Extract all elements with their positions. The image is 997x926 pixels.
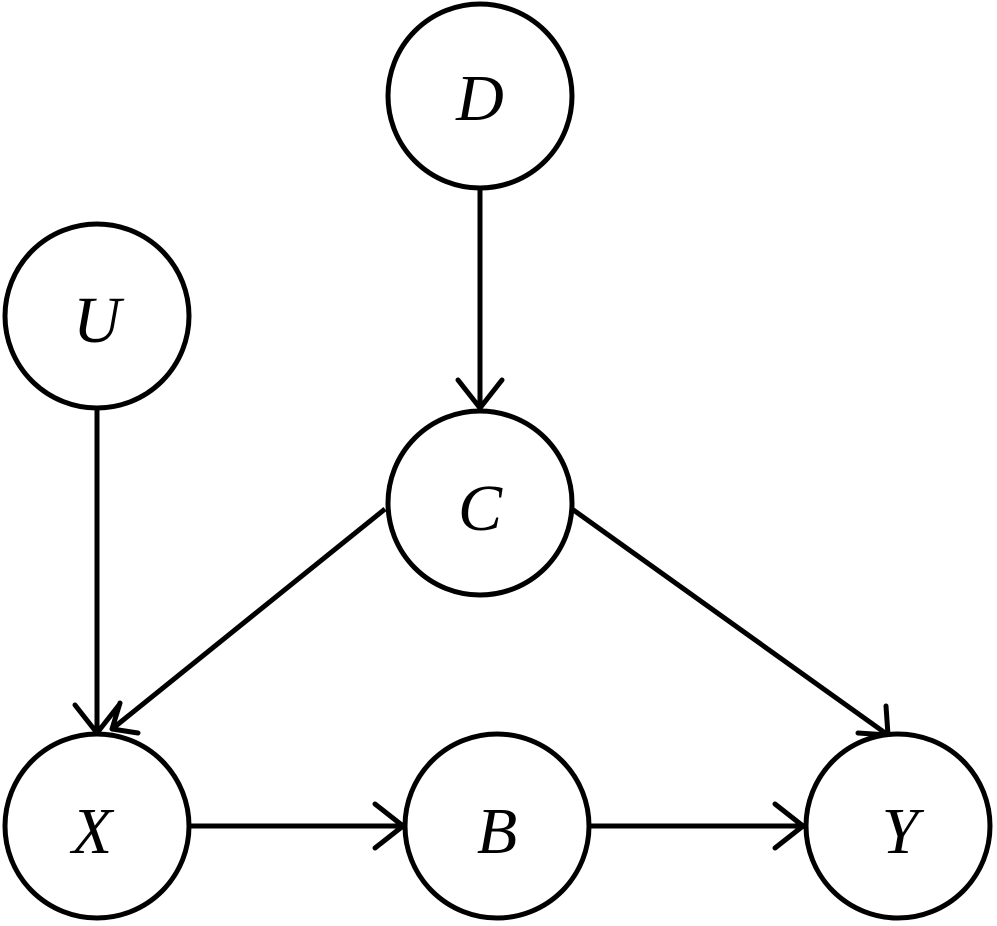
edges — [72, 189, 891, 851]
node-y: Y — [803, 731, 993, 921]
node-b: B — [402, 731, 592, 921]
node-x-label: X — [69, 795, 115, 868]
edge-b-to-y — [591, 801, 806, 851]
node-b-label: B — [477, 795, 517, 868]
node-c-label: C — [458, 472, 503, 545]
edge-x-to-b — [190, 801, 406, 851]
edge-d-to-c — [455, 189, 505, 411]
node-u-label: U — [73, 284, 125, 357]
node-d-label: D — [455, 62, 504, 135]
node-x: X — [2, 731, 192, 921]
node-c: C — [385, 408, 575, 598]
node-d: D — [385, 1, 575, 191]
node-u: U — [2, 221, 192, 411]
edge-c-to-x — [109, 507, 387, 736]
node-y-label: Y — [882, 795, 925, 868]
edge-u-to-x — [72, 409, 122, 736]
edge-c-to-y — [570, 506, 891, 738]
